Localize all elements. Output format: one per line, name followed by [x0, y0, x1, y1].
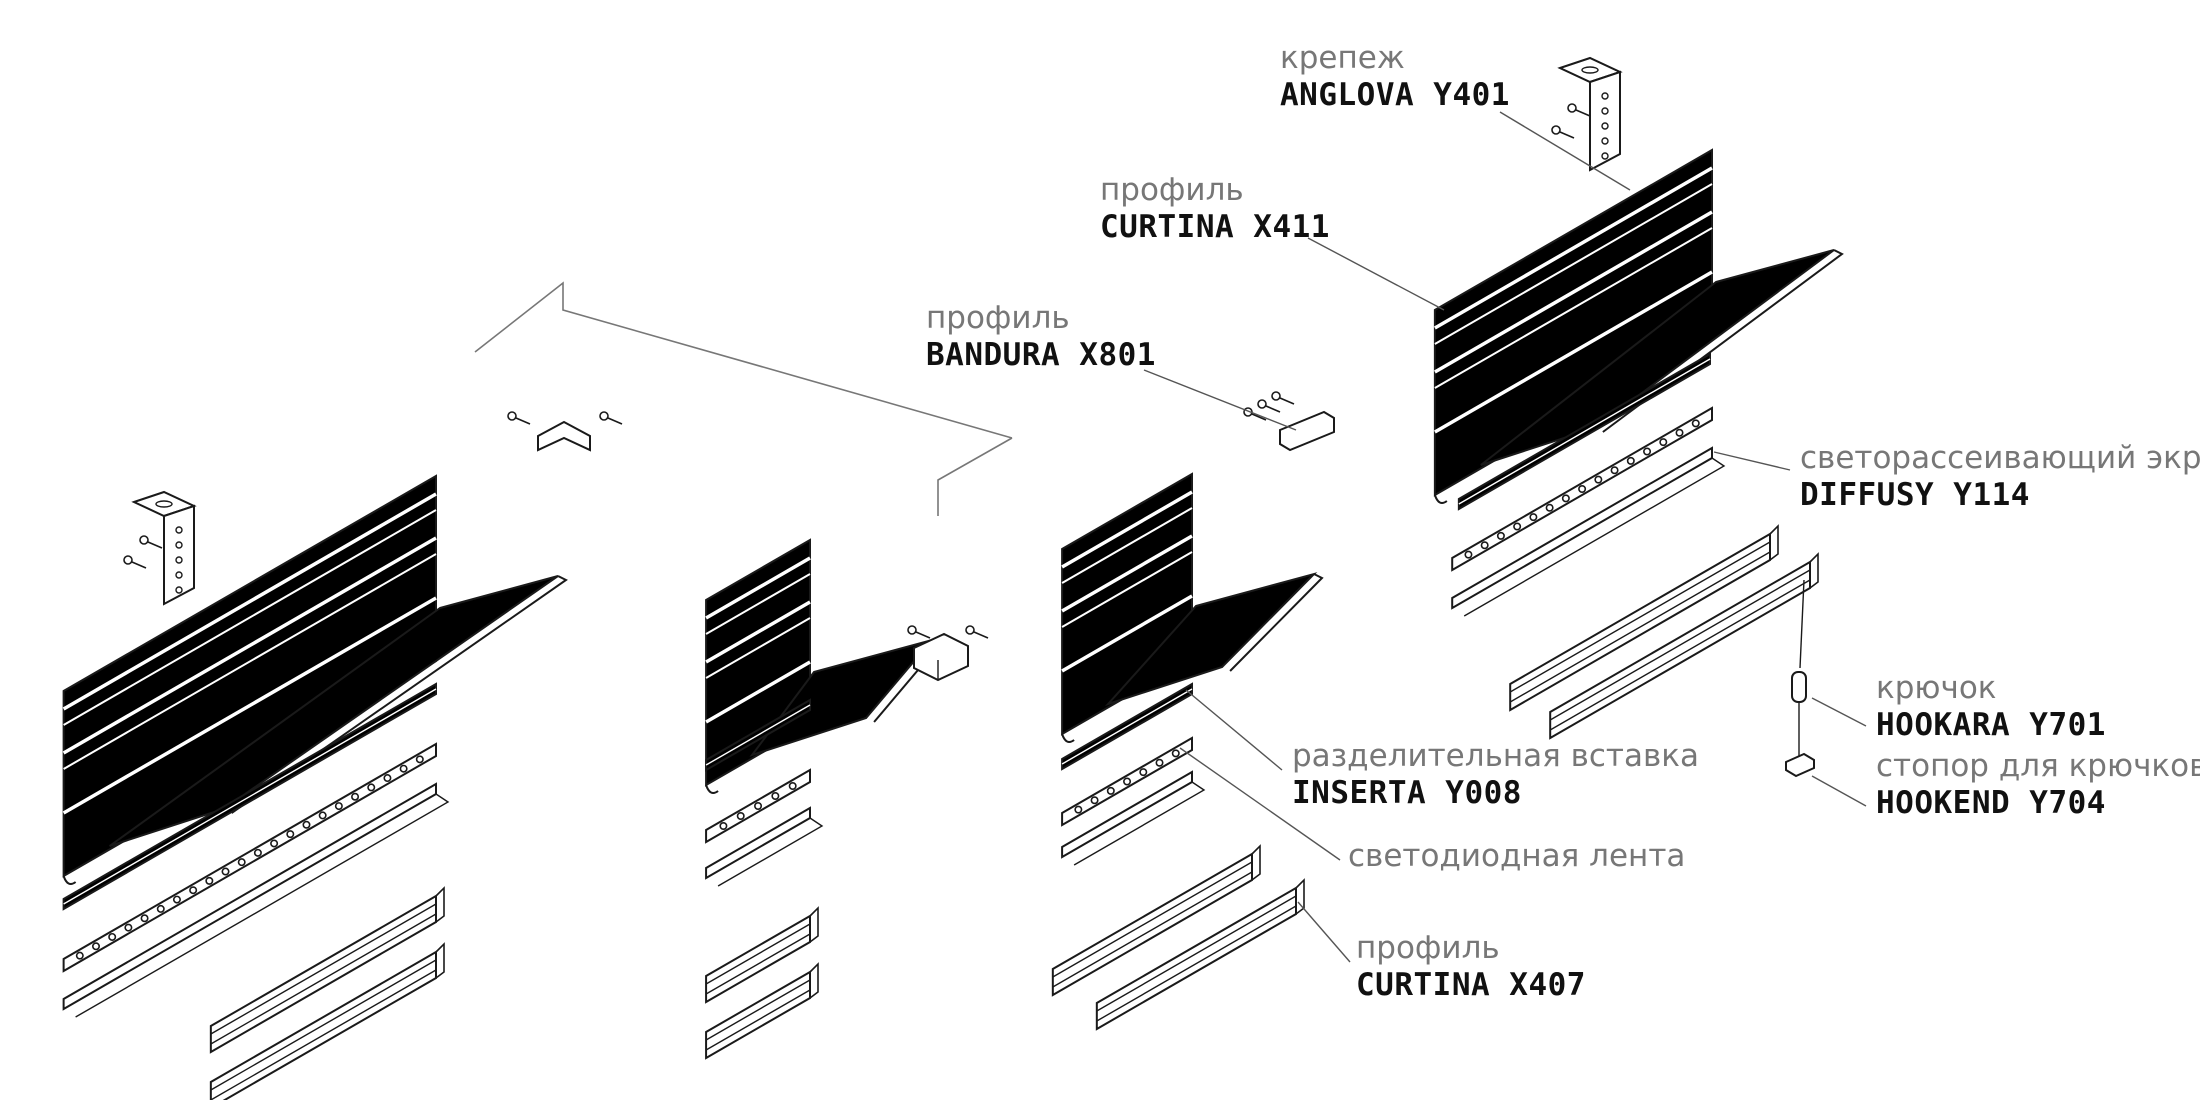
middle-rail-1 — [705, 906, 819, 1004]
leader-1 — [1307, 237, 1445, 311]
left-diffuser — [62, 782, 450, 1018]
leader-2 — [1143, 369, 1297, 431]
left-rail-2 — [209, 942, 445, 1100]
label-hookend-category: стопор для крючков — [1876, 748, 2200, 784]
leader-6 — [1185, 689, 1283, 771]
label-inserta: разделительная вставка INSERTA Y008 — [1292, 738, 1699, 812]
wall-outline — [474, 281, 1013, 516]
label-diffusy: светорассеивающий экран DIFFUSY Y114 — [1800, 440, 2200, 514]
label-led: светодиодная лента — [1348, 838, 1685, 874]
right-led-strip — [1451, 406, 1713, 572]
center-profile — [1061, 472, 1324, 743]
center-diffuser — [1061, 770, 1206, 866]
center-rail-1 — [1051, 844, 1261, 997]
center-led-strip — [1061, 736, 1193, 827]
center-rail-2 — [1095, 878, 1305, 1031]
leader-4 — [1811, 697, 1867, 727]
label-hookara-category: крючок — [1876, 670, 1997, 706]
leader-5 — [1811, 775, 1867, 807]
label-curtina-x411-code: CURTINA X411 — [1100, 209, 1330, 245]
left-profile — [62, 474, 568, 885]
label-anglova-code: ANGLOVA Y401 — [1280, 77, 1510, 113]
leader-0 — [1499, 111, 1631, 191]
label-curtina-x407-code: CURTINA X407 — [1356, 967, 1586, 1003]
label-bandura-category: профиль — [926, 300, 1070, 336]
center-insert — [1061, 682, 1193, 771]
left-led-strip — [62, 742, 437, 973]
leader-8 — [1297, 901, 1351, 963]
label-diffusy-category: светорассеивающий экран — [1800, 440, 2200, 476]
right-rail-1 — [1509, 524, 1779, 712]
label-hookend-code: HOOKEND Y704 — [1876, 785, 2106, 821]
right-rail-2 — [1549, 552, 1819, 740]
left-bracket — [131, 490, 197, 606]
left-insert — [62, 682, 437, 911]
right-diffuser — [1451, 446, 1726, 617]
label-hookend: стопор для крючков HOOKEND Y704 — [1876, 748, 2200, 822]
label-diffusy-code: DIFFUSY Y114 — [1800, 477, 2030, 513]
middle-rail-2 — [705, 962, 819, 1060]
parts-drawing — [62, 56, 1844, 1100]
right-insert — [1457, 352, 1711, 511]
label-curtina-x407: профиль CURTINA X407 — [1356, 930, 1586, 1004]
hook-assembly — [1785, 579, 1815, 778]
leader-lines — [1143, 111, 1867, 963]
end-cap — [907, 625, 989, 682]
bandura-bracket — [1243, 391, 1335, 452]
label-inserta-category: разделительная вставка — [1292, 738, 1699, 774]
middle-insert — [705, 698, 811, 772]
label-bandura: профиль BANDURA X801 — [926, 300, 1156, 374]
right-bracket — [1557, 56, 1623, 172]
corner-connector — [507, 411, 623, 452]
label-anglova-category: крепеж — [1280, 40, 1405, 76]
middle-diffuser — [705, 806, 824, 887]
left-rail-1 — [209, 886, 445, 1054]
leader-3 — [1713, 451, 1791, 471]
label-bandura-code: BANDURA X801 — [926, 337, 1156, 373]
right-profile — [1433, 148, 1844, 504]
label-curtina-x407-category: профиль — [1356, 930, 1500, 966]
leader-7 — [1179, 747, 1341, 861]
label-hookara: крючок HOOKARA Y701 — [1876, 670, 2106, 744]
label-inserta-code: INSERTA Y008 — [1292, 775, 1522, 811]
label-led-category: светодиодная лента — [1348, 838, 1686, 874]
label-hookara-code: HOOKARA Y701 — [1876, 707, 2106, 743]
label-curtina-x411: профиль CURTINA X411 — [1100, 172, 1330, 246]
middle-profile — [705, 538, 942, 794]
label-anglova: крепеж ANGLOVA Y401 — [1280, 40, 1510, 114]
middle-led-strip — [705, 768, 811, 844]
label-curtina-x411-category: профиль — [1100, 172, 1244, 208]
